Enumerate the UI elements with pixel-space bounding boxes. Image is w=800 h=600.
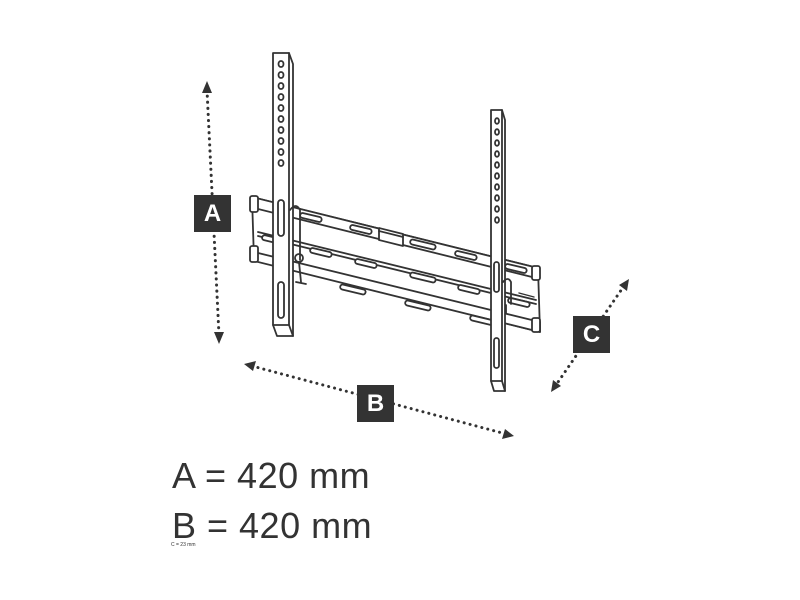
arrowhead-b-left	[244, 361, 256, 371]
arrowhead-a-top	[202, 81, 212, 93]
right-end-caps	[499, 265, 541, 333]
arrowhead-c-top	[619, 279, 629, 291]
measurement-c-footnote: C = 23 mm	[171, 542, 196, 548]
arrowhead-b-right	[502, 429, 514, 439]
wall-plate-slots-upper	[299, 212, 528, 274]
arrowhead-a-bottom	[214, 332, 224, 344]
dimension-label-a: A	[194, 195, 231, 232]
dimension-b-line	[250, 364, 508, 436]
wall-plate-slots-lower	[261, 234, 531, 308]
center-lock-block	[378, 227, 404, 247]
arrowhead-c-bottom	[551, 380, 561, 392]
measurement-b: B = 420 mm	[172, 505, 373, 546]
left-end-caps	[249, 195, 307, 285]
left-arm-holes	[277, 60, 285, 319]
right-vertical-arm	[490, 109, 512, 392]
left-vertical-arm	[272, 52, 301, 337]
right-arm-holes	[493, 117, 500, 369]
dimension-label-c: C	[573, 316, 610, 353]
measurement-a: A = 420 mm	[172, 455, 371, 496]
wall-plate	[249, 195, 541, 333]
brand-mark	[518, 292, 535, 298]
dimension-label-b: B	[357, 385, 394, 422]
wall-plate-slots-bottom	[339, 283, 497, 327]
